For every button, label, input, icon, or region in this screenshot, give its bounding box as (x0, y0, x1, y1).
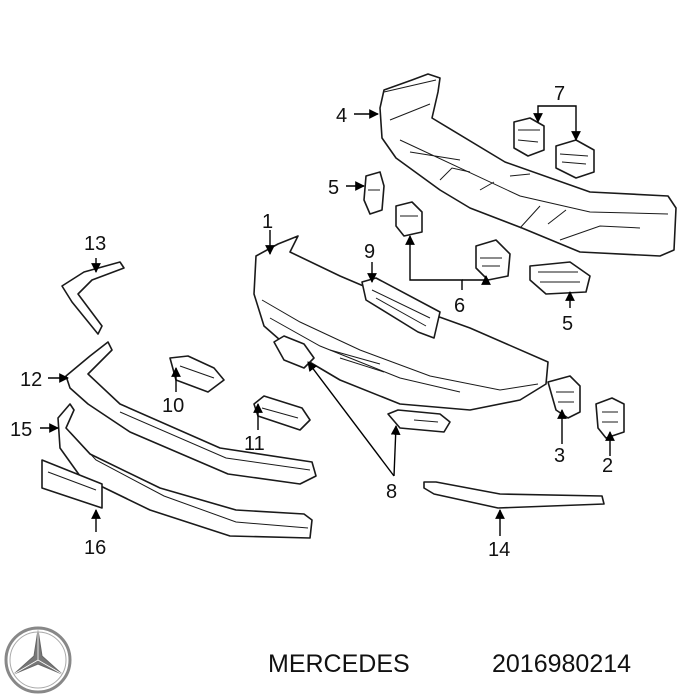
callout-13: 13 (84, 233, 106, 255)
callout-5-upper: 5 (328, 177, 339, 199)
part-3-bracket (547, 375, 581, 419)
callout-4: 4 (336, 105, 347, 127)
part-15-molding (57, 403, 313, 539)
part-1-bumper-cover (253, 235, 549, 411)
callout-1: 1 (262, 211, 273, 233)
part-6-brackets (395, 201, 511, 281)
callout-15: 15 (10, 419, 32, 441)
callout-11: 11 (244, 433, 265, 455)
part-5-upper-bracket (363, 171, 385, 215)
callout-2: 2 (602, 455, 613, 477)
callout-6: 6 (454, 295, 465, 317)
callout-12: 12 (20, 369, 42, 391)
part-2-bracket (595, 397, 625, 439)
callout-7: 7 (554, 83, 565, 105)
part-7-brackets (513, 117, 595, 179)
part-12-spoiler (65, 341, 317, 485)
callout-labels: 4 7 5 1 9 6 5 13 12 10 11 15 16 3 2 8 14 (10, 83, 613, 561)
part-13-trim-strip (61, 261, 125, 335)
callout-3: 3 (554, 445, 565, 467)
part-10-bracket (169, 355, 225, 393)
part-4-bumper-carrier (379, 73, 677, 257)
callout-14: 14 (488, 539, 510, 561)
part-14-trim-strip (423, 481, 605, 509)
mercedes-star-logo (4, 626, 72, 694)
callout-9: 9 (364, 241, 375, 263)
part-number: 2016980214 (492, 650, 631, 678)
part-5-lower-bracket (529, 261, 591, 295)
footer-caption: MERCEDES 2016980214 (268, 650, 631, 678)
callout-5-lower: 5 (562, 313, 573, 335)
callout-16: 16 (84, 537, 106, 559)
part-11-bracket (253, 395, 311, 431)
part-16-plate-holder (41, 459, 103, 509)
callout-8: 8 (386, 481, 397, 503)
leader-lines (40, 105, 615, 536)
callout-10: 10 (162, 395, 184, 417)
brand-label: MERCEDES (268, 650, 410, 678)
